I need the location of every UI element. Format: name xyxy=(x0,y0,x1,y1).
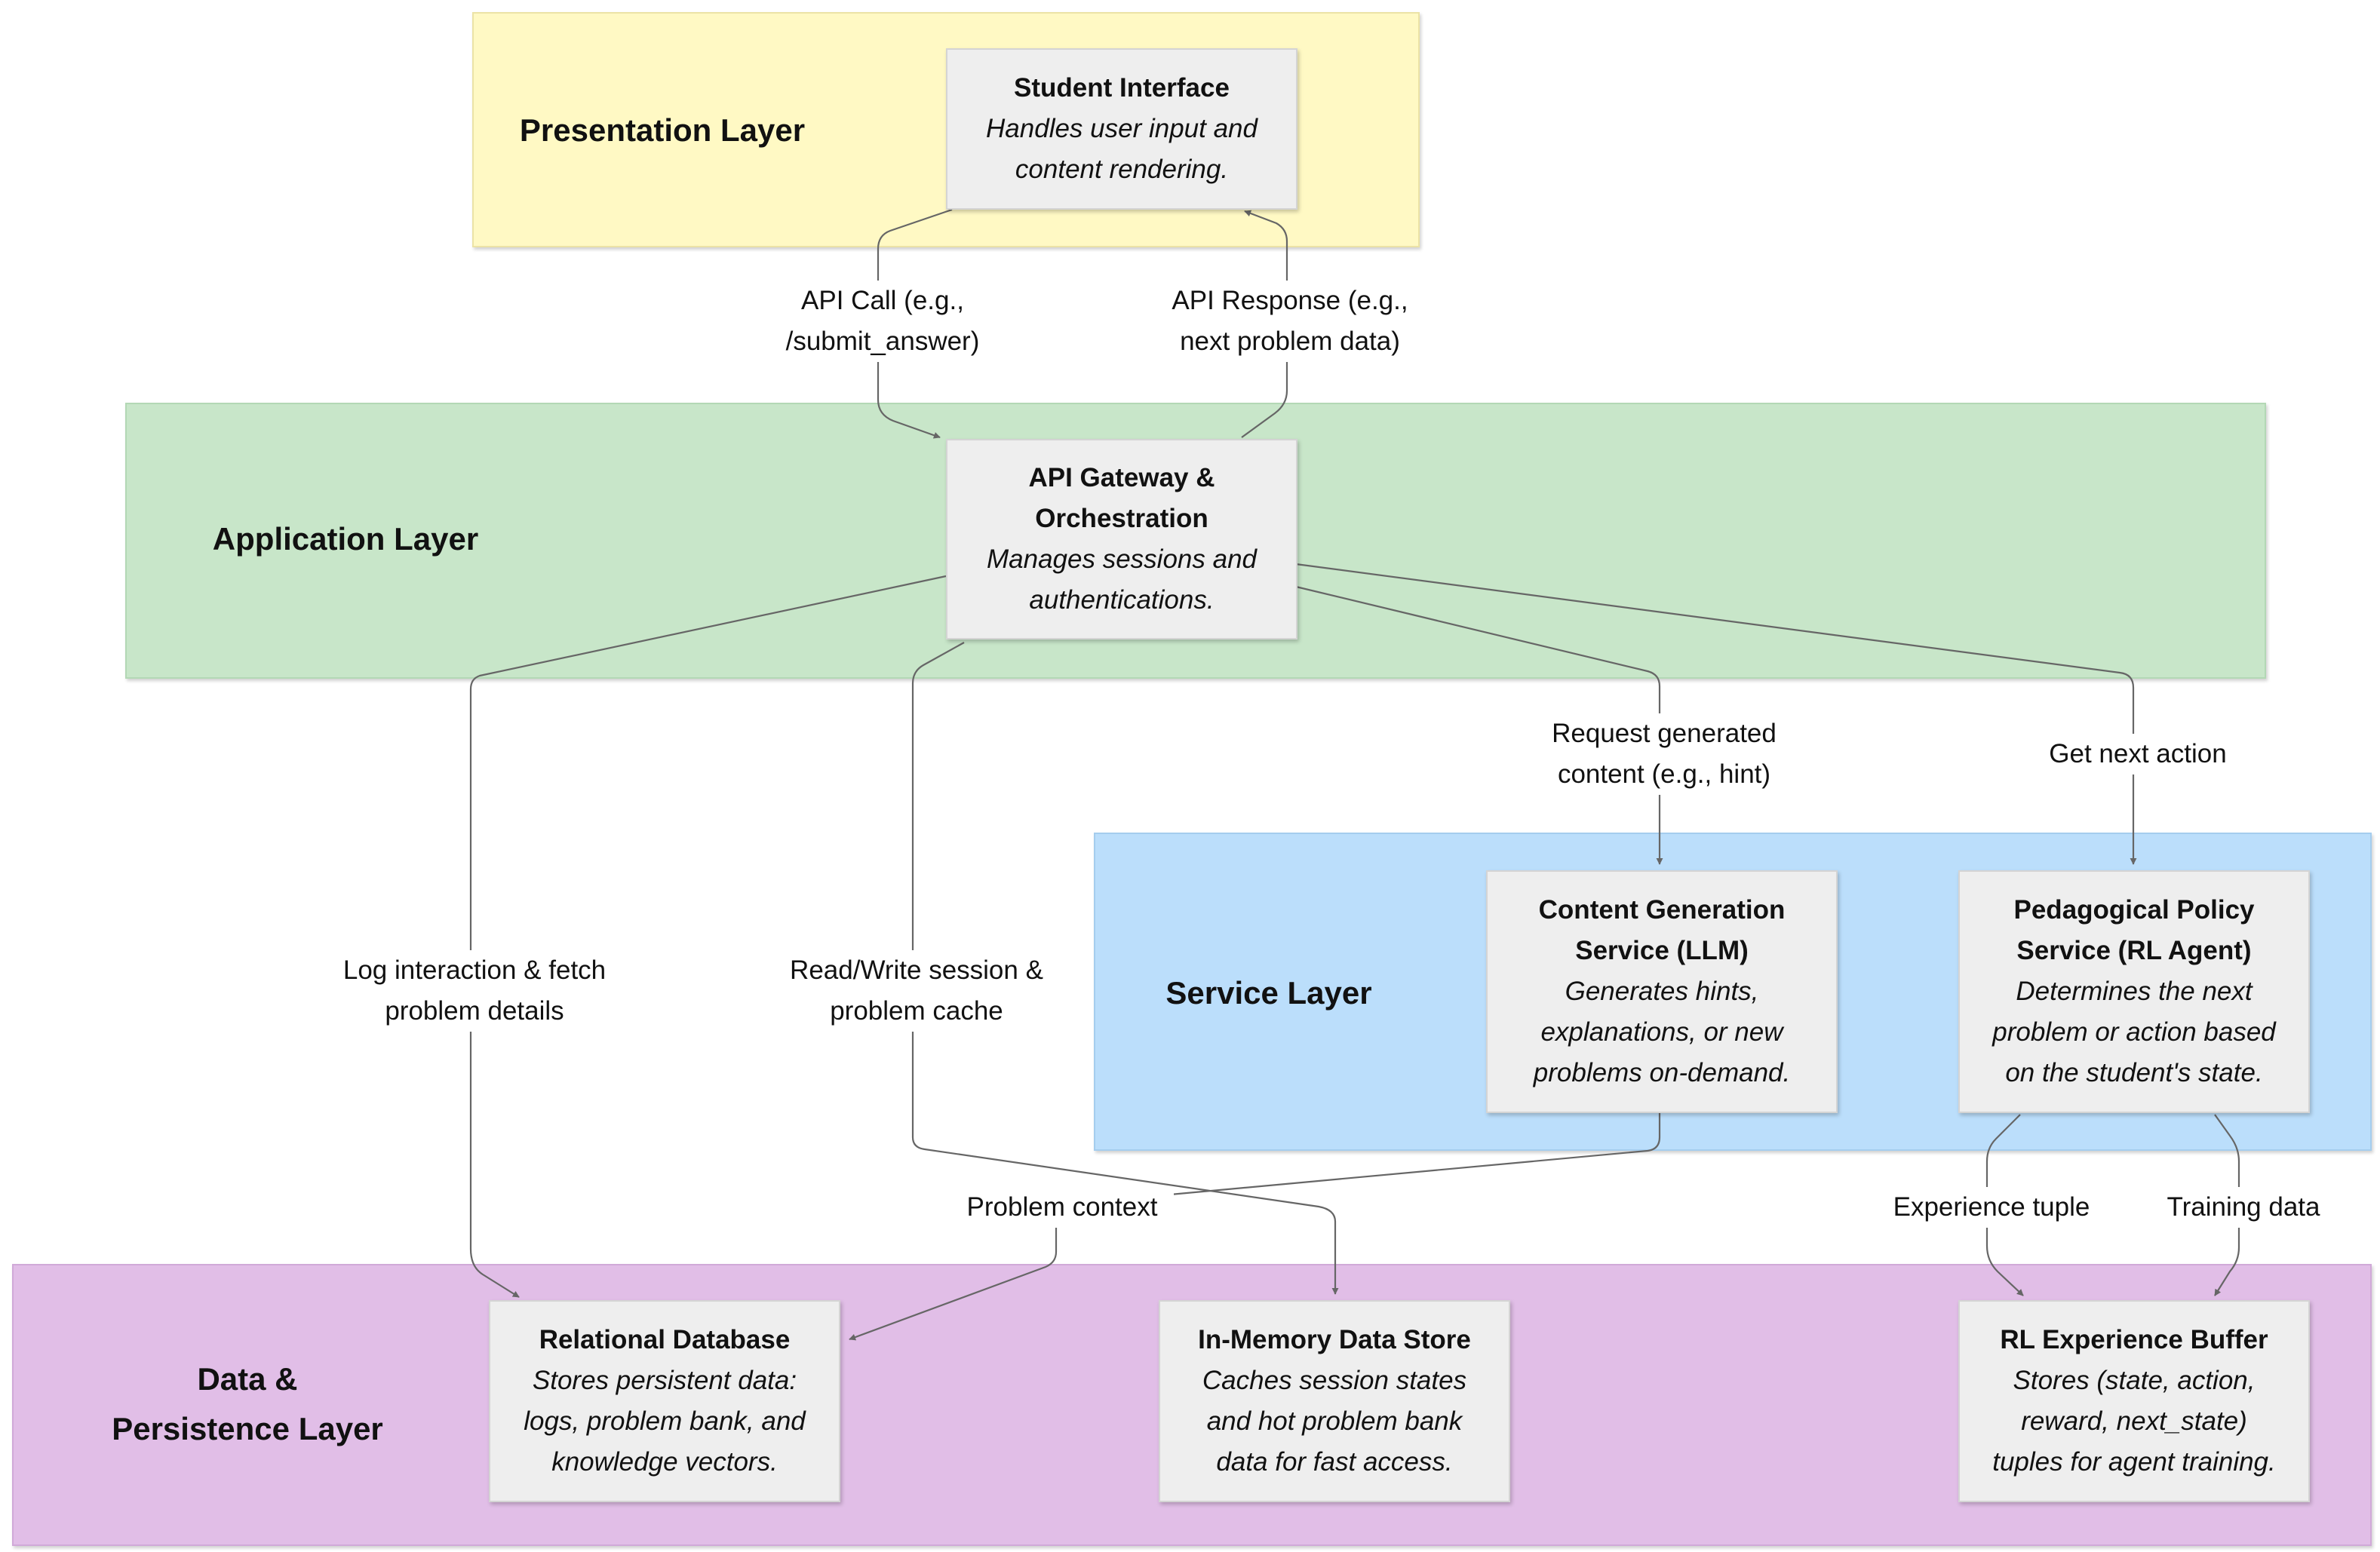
in-memory-data-store-node: In-Memory Data Store Caches session stat… xyxy=(1159,1300,1510,1502)
edge-label-get-next-action: Get next action xyxy=(2035,734,2240,774)
edge-request-content xyxy=(1295,585,1663,865)
pedagogical-policy-node: Pedagogical Policy Service (RL Agent) De… xyxy=(1958,870,2310,1113)
edge-label-experience-tuple: Experience tuple xyxy=(1881,1187,2102,1228)
application-layer-title: Application Layer xyxy=(212,521,479,557)
edge-label-log-interaction: Log interaction & fetch problem details xyxy=(324,950,625,1032)
relational-database-node: Relational Database Stores persistent da… xyxy=(489,1300,840,1502)
student-interface-node: Student Interface Handles user input and… xyxy=(946,48,1297,210)
edge-read-write xyxy=(911,642,1339,1295)
edge-label-training-data: Training data xyxy=(2153,1187,2334,1228)
api-gateway-node: API Gateway & Orchestration Manages sess… xyxy=(946,439,1297,640)
edge-log-interaction xyxy=(469,575,947,1298)
data-layer-title-line2: Persistence Layer xyxy=(112,1411,383,1446)
data-layer-title-line1: Data & xyxy=(197,1361,298,1397)
edge-label-api-call: API Call (e.g., /submit_answer) xyxy=(765,281,1000,362)
presentation-layer-title: Presentation Layer xyxy=(519,112,806,148)
edge-label-problem-context: Problem context xyxy=(950,1187,1174,1228)
student-interface-title: Student Interface xyxy=(1014,73,1230,103)
rl-experience-buffer-node: RL Experience Buffer Stores (state, acti… xyxy=(1958,1300,2310,1502)
service-layer-title: Service Layer xyxy=(1165,975,1372,1011)
edge-label-request-content: Request generated content (e.g., hint) xyxy=(1539,713,1789,795)
edge-label-read-write: Read/Write session & problem cache xyxy=(774,950,1059,1032)
edge-label-api-response: API Response (e.g., next problem data) xyxy=(1154,281,1426,362)
content-generation-node: Content Generation Service (LLM) Generat… xyxy=(1486,870,1838,1113)
edge-get-next-action xyxy=(1295,563,2137,865)
